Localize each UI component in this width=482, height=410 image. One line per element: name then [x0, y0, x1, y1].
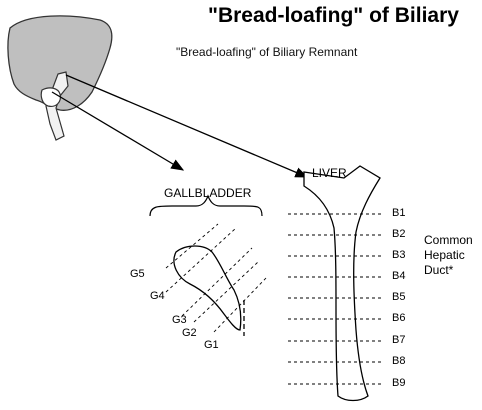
section-label-g1: G1 — [204, 339, 219, 351]
section-label-b6: B6 — [392, 312, 405, 324]
common-hepatic-duct-label-line1: Common — [424, 233, 473, 247]
section-label-b5: B5 — [392, 291, 405, 303]
diagram-title: "Bread-loafing" of Biliary — [208, 4, 459, 28]
arrow-to-gallbladder — [52, 92, 183, 170]
section-label-g3: G3 — [172, 314, 187, 326]
section-label-b2: B2 — [392, 228, 405, 240]
section-label-b8: B8 — [392, 355, 405, 367]
hepatic-duct-outline — [304, 166, 380, 401]
section-label-b9: B9 — [392, 377, 405, 389]
section-label-g5: G5 — [130, 268, 145, 280]
section-label-b1: B1 — [392, 207, 405, 219]
section-label-g4: G4 — [150, 290, 165, 302]
arrow-to-liver — [66, 75, 307, 177]
section-label-b4: B4 — [392, 270, 405, 282]
section-label-b7: B7 — [392, 334, 405, 346]
liver-label: LIVER — [312, 166, 347, 180]
section-label-g2: G2 — [182, 327, 197, 339]
common-hepatic-duct-label-line2: Hepatic — [424, 248, 465, 262]
gallbladder-label: GALLBLADDER — [164, 186, 251, 200]
section-label-b3: B3 — [392, 249, 405, 261]
common-hepatic-duct-label-line3: Duct* — [424, 263, 453, 277]
diagram-subtitle: "Bread-loafing" of Biliary Remnant — [176, 45, 357, 59]
